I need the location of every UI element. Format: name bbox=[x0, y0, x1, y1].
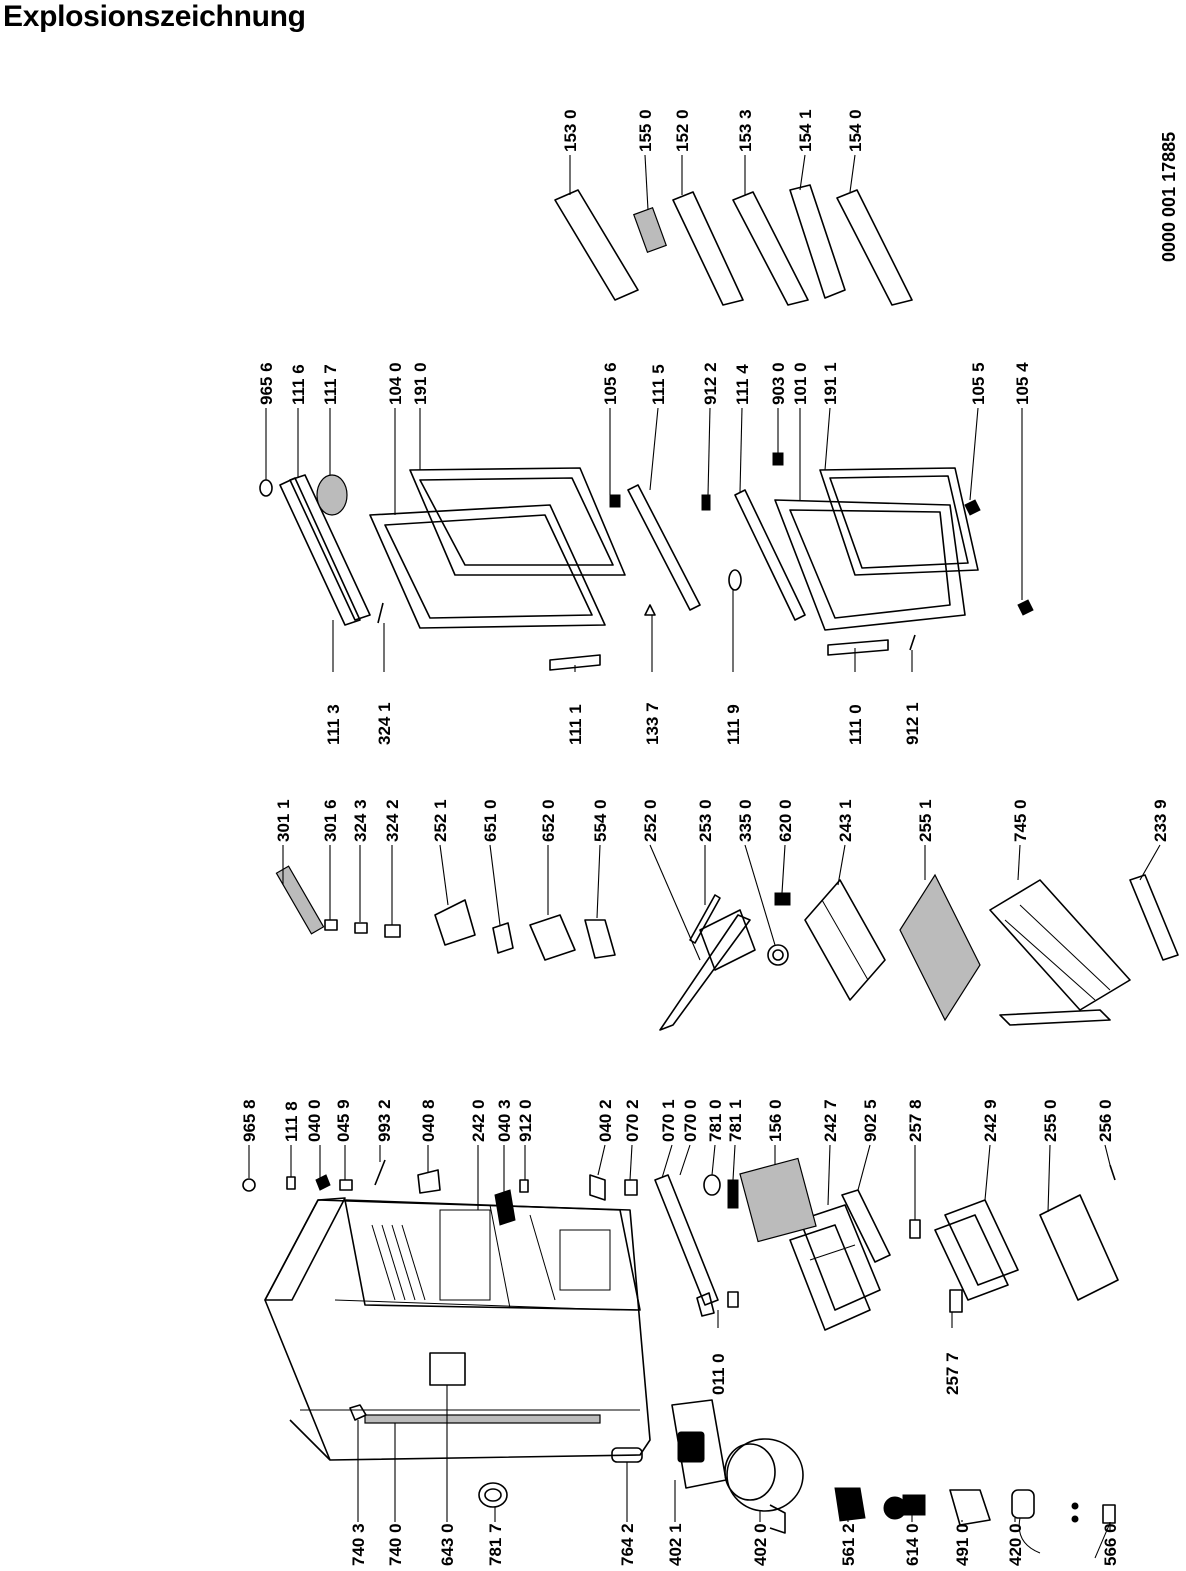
callout-6430: 643 0 bbox=[438, 1523, 457, 1566]
callout-3241: 324 1 bbox=[375, 702, 394, 745]
callout-0459: 045 9 bbox=[334, 1099, 353, 1142]
callout-5540: 554 0 bbox=[591, 799, 610, 842]
callout-9658: 965 8 bbox=[240, 1099, 259, 1142]
callout-1530: 153 0 bbox=[561, 109, 580, 152]
callout-1337: 133 7 bbox=[643, 702, 662, 745]
callout-1040: 104 0 bbox=[386, 362, 405, 405]
callout-6520: 652 0 bbox=[539, 799, 558, 842]
callout-5660: 566 0 bbox=[1101, 1523, 1120, 1566]
callout-2577: 257 7 bbox=[943, 1352, 962, 1395]
callout-1520: 152 0 bbox=[673, 109, 692, 152]
callout-3350: 335 0 bbox=[736, 799, 755, 842]
callout-1541: 154 1 bbox=[796, 109, 815, 152]
callout-6510: 651 0 bbox=[481, 799, 500, 842]
callout-0402: 040 2 bbox=[596, 1099, 615, 1142]
callout-0408: 040 8 bbox=[419, 1099, 438, 1142]
callout-2551: 255 1 bbox=[916, 799, 935, 842]
callout-1115: 111 5 bbox=[649, 364, 668, 405]
callout-1114: 111 4 bbox=[733, 364, 752, 405]
callout-6140: 614 0 bbox=[903, 1523, 922, 1566]
callout-7450: 745 0 bbox=[1011, 799, 1030, 842]
callout-2420: 242 0 bbox=[469, 1099, 488, 1142]
callout-1560: 156 0 bbox=[766, 1099, 785, 1142]
callout-3242: 324 2 bbox=[383, 799, 402, 842]
callout-1910: 191 0 bbox=[411, 362, 430, 405]
callout-0110: 011 0 bbox=[709, 1353, 728, 1395]
callout-7403: 740 3 bbox=[349, 1523, 368, 1566]
callout-9932: 993 2 bbox=[375, 1099, 394, 1142]
callout-2560: 256 0 bbox=[1096, 1099, 1115, 1142]
callout-4200: 420 0 bbox=[1006, 1523, 1025, 1566]
callout-9030: 903 0 bbox=[769, 362, 788, 405]
callout-0702: 070 2 bbox=[623, 1099, 642, 1142]
callout-1911: 191 1 bbox=[821, 362, 840, 405]
callout-0701: 070 1 bbox=[659, 1099, 678, 1142]
parts-drawing bbox=[242, 184, 1179, 1559]
callout-1117: 111 7 bbox=[321, 364, 340, 405]
callout-1054: 105 4 bbox=[1013, 362, 1032, 405]
callout-1116: 111 6 bbox=[289, 364, 308, 405]
callout-7811: 781 1 bbox=[726, 1099, 745, 1142]
callout-2520: 252 0 bbox=[641, 799, 660, 842]
callout-2550: 255 0 bbox=[1041, 1099, 1060, 1142]
callout-4021: 402 1 bbox=[666, 1523, 685, 1566]
cabinet bbox=[264, 1197, 651, 1461]
leader-lines bbox=[248, 154, 1161, 1530]
callout-2427: 242 7 bbox=[821, 1099, 840, 1142]
callout-3016: 301 6 bbox=[321, 799, 340, 842]
callout-2339: 233 9 bbox=[1151, 799, 1170, 842]
callout-9122: 912 2 bbox=[701, 362, 720, 405]
page-title: Explosionszeichnung bbox=[3, 0, 306, 33]
callout-0400: 040 0 bbox=[305, 1099, 324, 1142]
callout-labels: 740 3 740 0 643 0 781 7 764 2 402 1 402 … bbox=[240, 109, 1170, 1566]
callout-6200: 620 0 bbox=[776, 799, 795, 842]
callout-3243: 324 3 bbox=[351, 799, 370, 842]
callout-9120: 912 0 bbox=[516, 1099, 535, 1142]
callout-1111: 111 1 bbox=[566, 704, 585, 745]
callout-7817: 781 7 bbox=[486, 1523, 505, 1566]
callout-4020: 402 0 bbox=[751, 1523, 770, 1566]
callout-1010: 101 0 bbox=[791, 362, 810, 405]
callout-2521: 252 1 bbox=[431, 799, 450, 842]
callout-1118: 111 8 bbox=[282, 1101, 301, 1142]
callout-7642: 764 2 bbox=[618, 1523, 637, 1566]
callout-2530: 253 0 bbox=[696, 799, 715, 842]
callout-1540: 154 0 bbox=[846, 109, 865, 152]
callout-0700: 070 0 bbox=[681, 1099, 700, 1142]
callout-9121: 912 1 bbox=[903, 702, 922, 745]
callout-7810: 781 0 bbox=[706, 1099, 725, 1142]
callout-2429: 242 9 bbox=[981, 1099, 1000, 1142]
callout-1533: 153 3 bbox=[736, 109, 755, 152]
callout-7400: 740 0 bbox=[386, 1523, 405, 1566]
callout-0403: 040 3 bbox=[495, 1099, 514, 1142]
callout-1055: 105 5 bbox=[969, 362, 988, 405]
callout-5612: 561 2 bbox=[839, 1523, 858, 1566]
callout-1056: 105 6 bbox=[601, 362, 620, 405]
callout-1110: 111 0 bbox=[846, 704, 865, 745]
callout-9025: 902 5 bbox=[861, 1099, 880, 1142]
callout-3011: 301 1 bbox=[274, 799, 293, 842]
callout-2431: 243 1 bbox=[836, 799, 855, 842]
callout-4910: 491 0 bbox=[953, 1523, 972, 1566]
callout-9656: 965 6 bbox=[257, 362, 276, 405]
callout-2578: 257 8 bbox=[906, 1099, 925, 1142]
callout-1119: 111 9 bbox=[724, 704, 743, 745]
callout-1550: 155 0 bbox=[636, 109, 655, 152]
callout-1113: 111 3 bbox=[324, 704, 343, 745]
